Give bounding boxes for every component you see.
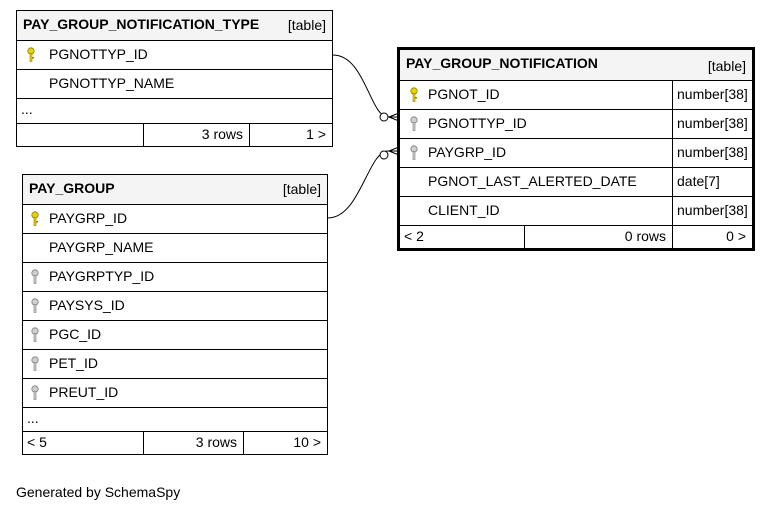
column-name: PGC_ID [49,326,102,342]
table-name: PAY_GROUP_NOTIFICATION [406,55,598,71]
column-row: PGNOTTYP_ID [17,41,332,70]
column-name: PAYGRP_ID [428,144,507,160]
column-type: number[38] [672,110,752,138]
column-type: number[38] [672,81,752,109]
column-name: PET_ID [49,355,99,371]
table-footer: < 2 0 rows 0 > [400,226,752,248]
column-row: PGNOT_LAST_ALERTED_DATE date[7] [400,168,752,197]
ellipsis-text: ... [27,410,39,426]
table-name: PAY_GROUP [29,180,115,196]
column-row: PGNOTTYP_ID number[38] [400,110,752,139]
relationship-line-notification-type [332,54,399,118]
column-row: PREUT_ID [23,379,327,408]
column-row: PAYGRPTYP_ID [23,263,327,292]
column-name: PGNOTTYP_ID [49,46,148,62]
foreign-key-icon [31,327,39,342]
column-name: CLIENT_ID [428,202,500,218]
foreign-key-icon [31,269,39,284]
table-header: PAY_GROUP_NOTIFICATION_TYPE [table] [17,11,332,41]
column-row: PET_ID [23,350,327,379]
column-row: CLIENT_ID number[38] [400,197,752,226]
table-pay-group-notification[interactable]: PAY_GROUP_NOTIFICATION [table] PGNOT_ID … [397,47,755,251]
column-name: PGNOT_LAST_ALERTED_DATE [428,173,637,189]
table-footer: 3 rows 1 > [17,124,332,146]
foreign-key-icon [31,385,39,400]
footer-row-count: 3 rows [143,124,249,146]
column-name: PREUT_ID [49,384,119,400]
foreign-key-icon [31,356,39,371]
column-type: date[7] [672,168,752,196]
column-name: PAYGRPTYP_ID [49,268,155,284]
footer-right-link[interactable]: 1 > [249,124,332,146]
foreign-key-icon [410,116,418,131]
column-row: PGNOTTYP_NAME [17,70,332,99]
column-name: PAYGRP_ID [49,210,128,226]
column-name: PGNOTTYP_NAME [49,75,175,91]
footer-row-count: 3 rows [143,432,243,454]
footer-left-link[interactable]: < 5 [27,434,47,450]
relationship-optional-marker [379,112,389,122]
table-kind: [table] [287,17,326,33]
foreign-key-icon [410,145,418,160]
column-row: PAYGRP_NAME [23,234,327,263]
footer-right-link[interactable]: 0 > [672,226,752,248]
relationship-line-pay-group [327,150,399,219]
column-name: PAYGRP_NAME [49,239,154,255]
footer-right-link[interactable]: 10 > [243,432,327,454]
footer-left-link[interactable] [17,124,143,146]
column-ellipsis: ... [17,99,332,124]
schemaspy-credit: Generated by SchemaSpy [16,484,181,500]
table-footer: < 5 3 rows 10 > [23,432,327,454]
column-type: number[38] [672,139,752,167]
column-row: PAYSYS_ID [23,292,327,321]
column-name: PGNOT_ID [428,86,500,102]
table-kind: [table] [282,181,321,197]
column-row: PAYGRP_ID [23,205,327,234]
relationship-optional-marker [379,150,389,160]
footer-row-count: 0 rows [524,226,672,248]
table-pay-group-notification-type[interactable]: PAY_GROUP_NOTIFICATION_TYPE [table] PGNO… [16,10,333,147]
column-name: PAYSYS_ID [49,297,125,313]
primary-key-icon [31,211,39,226]
table-kind: [table] [707,58,746,74]
ellipsis-text: ... [21,101,33,117]
table-header: PAY_GROUP_NOTIFICATION [table] [400,50,752,81]
column-row: PGNOT_ID number[38] [400,81,752,110]
footer-left-link[interactable]: < 2 [404,228,424,244]
column-type: number[38] [672,197,752,225]
column-row: PAYGRP_ID number[38] [400,139,752,168]
table-pay-group[interactable]: PAY_GROUP [table] PAYGRP_ID PAYGRP_NAME … [22,174,328,455]
table-header: PAY_GROUP [table] [23,175,327,205]
column-ellipsis: ... [23,408,327,432]
table-name: PAY_GROUP_NOTIFICATION_TYPE [23,16,260,32]
column-name: PGNOTTYP_ID [428,115,527,131]
foreign-key-icon [31,298,39,313]
primary-key-icon [27,47,35,62]
primary-key-icon [410,87,418,102]
column-row: PGC_ID [23,321,327,350]
